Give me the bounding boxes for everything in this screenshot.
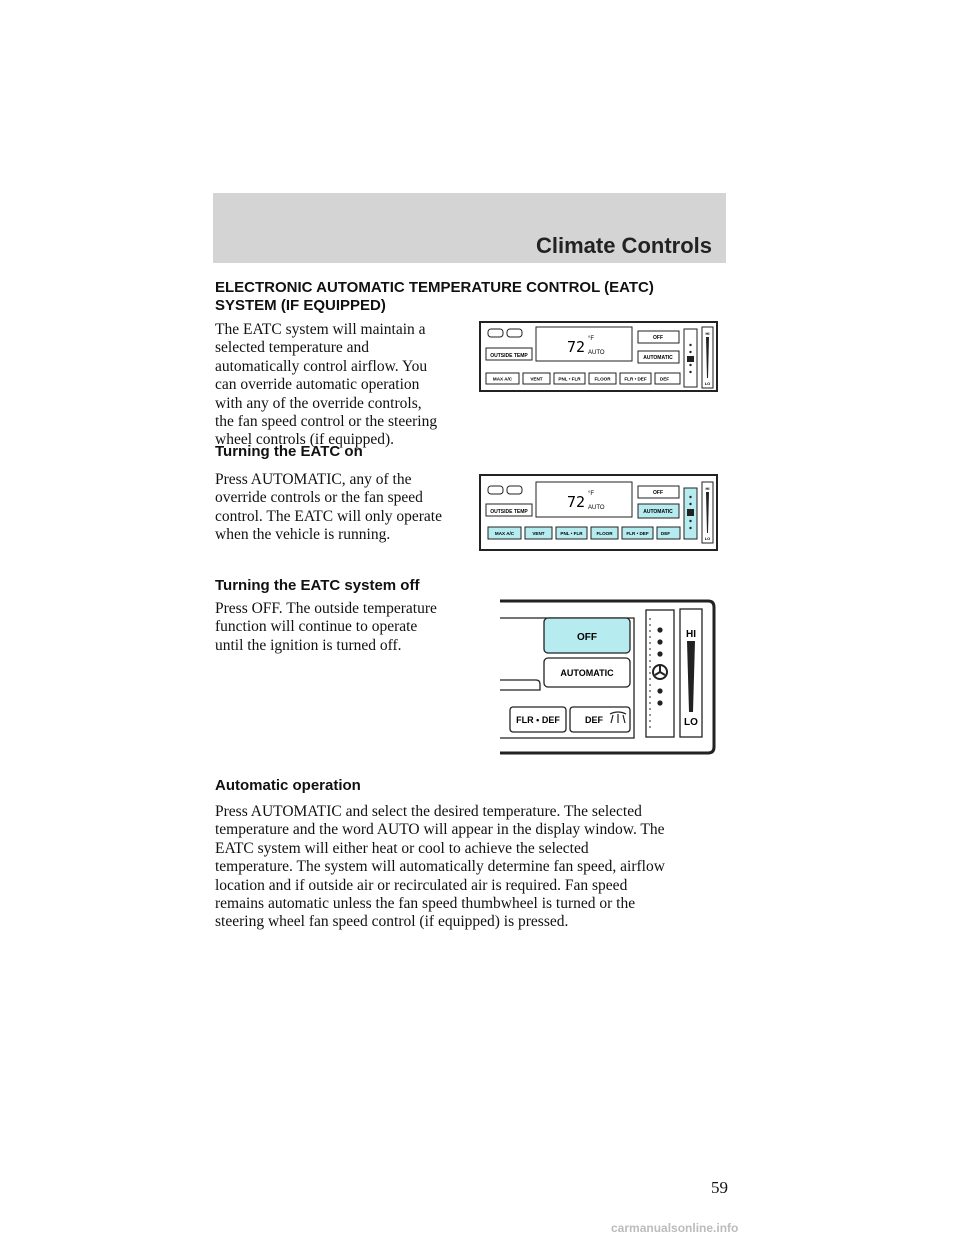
hi-label: HI (686, 629, 696, 640)
text-line: Press OFF. The outside temperature (215, 600, 437, 617)
panel-small-button (487, 328, 504, 338)
display-temperature: 72 (567, 338, 585, 356)
text-line: temperature and the word AUTO will appea… (215, 821, 665, 839)
display-unit: °F (588, 336, 594, 342)
temperature-display (535, 481, 633, 518)
turning-on-heading: Turning the EATC on (215, 443, 363, 460)
automatic-button-highlighted (637, 503, 680, 519)
display-unit: °F (588, 491, 594, 497)
section-title: ELECTRONIC AUTOMATIC TEMPERATURE CONTROL… (215, 279, 654, 314)
page-header-title: Climate Controls (535, 233, 712, 258)
text-line: The EATC system will maintain a (215, 321, 426, 338)
text-line: override controls or the fan speed (215, 489, 423, 507)
text-line: selected temperature and (215, 339, 370, 357)
flr-def-label: FLR • DEF (516, 715, 560, 725)
fan-icon (687, 509, 694, 516)
lo-label: LO (705, 381, 711, 386)
display-temperature: 72 (567, 493, 585, 511)
temperature-display (535, 326, 633, 362)
max-ac-label: MAX A/C (495, 531, 515, 536)
max-ac-label: MAX A/C (493, 377, 513, 382)
text-line: Press AUTOMATIC and select the desired t… (215, 803, 642, 820)
fan-icon (652, 664, 668, 680)
panel-small-button (506, 328, 523, 338)
hi-label: HI (706, 331, 710, 336)
header-band: Climate Controls (213, 193, 726, 263)
flr-def-label: FLR • DEF (626, 531, 648, 536)
def-label: DEF (585, 715, 604, 725)
flr-def-label: FLR • DEF (624, 377, 646, 382)
flr-def-button (509, 706, 567, 733)
text-line: remains automatic unless the fan speed t… (215, 895, 636, 913)
lo-label: LO (684, 717, 698, 728)
eatc-panel-figure-2: OUTSIDE TEMP 72 °F AUTO OFF AUTOMATIC HI… (479, 474, 718, 551)
outside-temp-button (485, 347, 533, 361)
eatc-panel-figure-1: OUTSIDE TEMP 72 °F AUTO OFF AUTOMATIC HI… (479, 321, 718, 392)
text-line: wheel controls (if equipped). (215, 431, 395, 449)
vent-label: VENT (530, 377, 542, 382)
hi-label: HI (706, 486, 710, 491)
off-label: OFF (577, 632, 597, 643)
off-button-highlighted (543, 617, 631, 654)
text-line: function will continue to operate (215, 618, 418, 636)
page-number: 59 (711, 1178, 728, 1197)
off-label: OFF (653, 335, 663, 341)
display-mode: AUTO (588, 505, 605, 511)
automatic-label: AUTOMATIC (643, 509, 673, 515)
lo-label: LO (705, 536, 711, 541)
defrost-icon (609, 711, 627, 724)
vent-label: VENT (532, 531, 544, 536)
display-mode: AUTO (588, 350, 605, 356)
floor-label: FLOOR (596, 531, 613, 536)
automatic-button (637, 350, 680, 364)
off-button (637, 330, 680, 344)
pnl-flr-label: PNL • FLR (558, 377, 581, 382)
def-label: DEF (660, 377, 669, 382)
off-button (637, 485, 680, 499)
text-line: steering wheel fan speed control (if equ… (215, 913, 569, 931)
text-line: EATC system will either heat or cool to … (215, 839, 589, 857)
off-label: OFF (653, 490, 663, 496)
text-line: Press AUTOMATIC, any of the (215, 471, 412, 488)
turning-off-heading: Turning the EATC system off (215, 577, 420, 594)
automatic-operation-paragraph: Press AUTOMATIC and select the desired t… (215, 803, 665, 932)
def-button (569, 706, 631, 733)
outside-temp-label: OUTSIDE TEMP (490, 509, 528, 515)
floor-label: FLOOR (594, 377, 611, 382)
text-line: location and if outside air or recircula… (215, 876, 628, 894)
text-line: with any of the override controls, (215, 394, 422, 412)
pnl-flr-label: PNL • FLR (560, 531, 583, 536)
panel-small-button (506, 485, 523, 495)
text-line: can override automatic operation (215, 376, 420, 394)
panel-small-button (487, 485, 504, 495)
text-line: when the vehicle is running. (215, 526, 391, 544)
text-line: temperature. The system will automatical… (215, 858, 665, 876)
outside-temp-label: OUTSIDE TEMP (490, 353, 528, 359)
automatic-button (543, 657, 631, 688)
def-label: DEF (661, 531, 670, 536)
fan-icon (687, 356, 694, 362)
eatc-panel-zoom-figure: OFF AUTOMATIC FLR • DEF DEF HI LO (500, 599, 716, 755)
text-line: the fan speed control or the steering (215, 413, 438, 431)
automatic-label: AUTOMATIC (643, 355, 673, 361)
text-line: control. The EATC will only operate (215, 507, 442, 525)
automatic-operation-heading: Automatic operation (215, 777, 361, 794)
text-line: automatically control airflow. You (215, 357, 428, 375)
text-line: until the ignition is turned off. (215, 636, 402, 654)
footer-watermark: carmanualsonline.info (611, 1221, 739, 1235)
outside-temp-button (485, 503, 533, 517)
automatic-label: AUTOMATIC (560, 668, 614, 678)
